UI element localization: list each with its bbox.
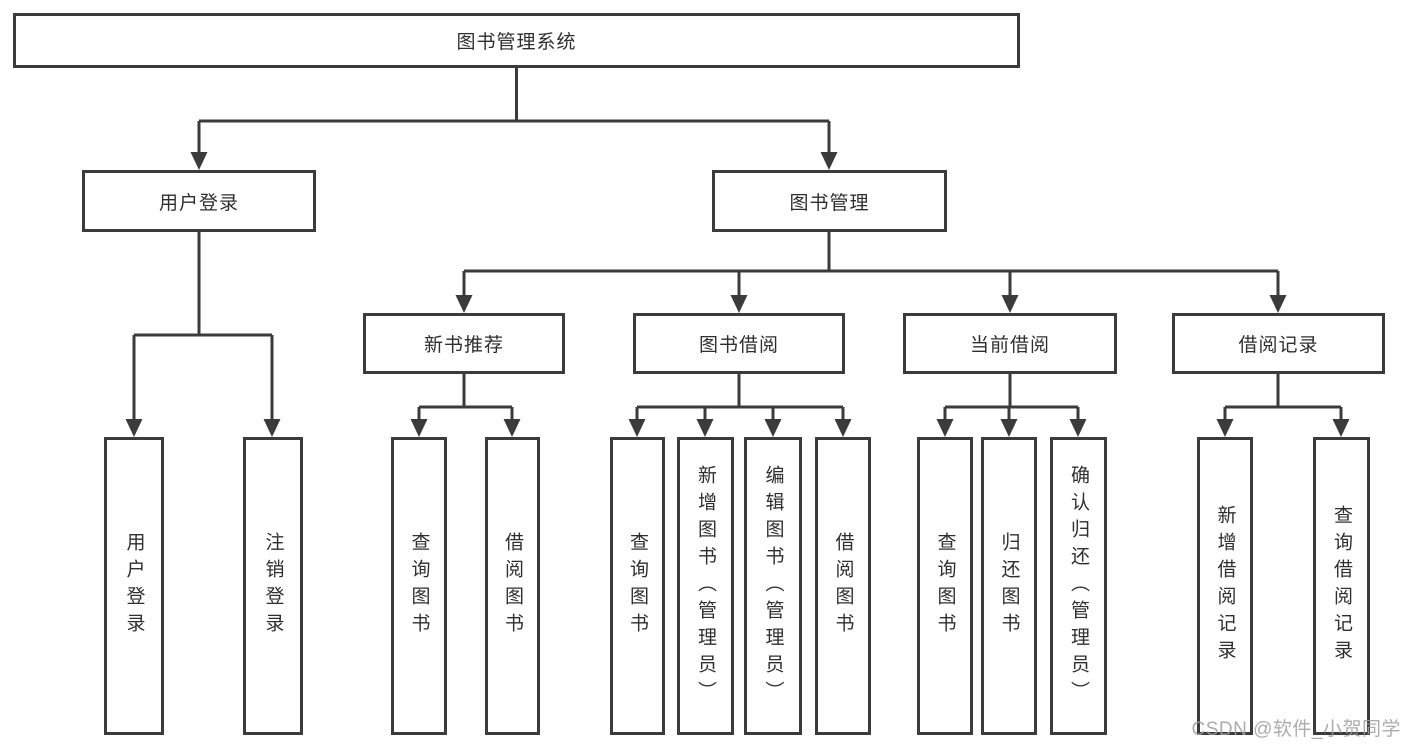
- node-new-book-recommend-label: 新书推荐: [423, 335, 504, 356]
- leaf-user-login: 用户登录: [104, 437, 164, 735]
- leaf-current-return-books: 归还图书: [981, 437, 1037, 735]
- node-book-borrowing: 图书借阅: [633, 313, 845, 374]
- node-user-login: 用户登录: [82, 170, 316, 232]
- node-current-borrowing-label: 当前借阅: [969, 335, 1050, 356]
- leaf-records-add-record-label: 新增借阅记录: [1214, 505, 1236, 667]
- node-borrowing-records-label: 借阅记录: [1238, 335, 1319, 356]
- leaf-borrowing-add-books-label: 新增图书（管理员）: [695, 464, 716, 708]
- leaf-borrowing-borrow-books-label: 借阅图书: [832, 532, 854, 640]
- leaf-current-query-books-label: 查询图书: [934, 532, 956, 640]
- csdn-watermark: CSDN @软件_小贺同学: [1191, 719, 1401, 740]
- node-current-borrowing: 当前借阅: [903, 313, 1117, 374]
- leaf-current-query-books: 查询图书: [917, 437, 973, 735]
- leaf-borrowing-edit-books-label: 编辑图书（管理员）: [762, 464, 784, 708]
- leaf-borrowing-borrow-books: 借阅图书: [815, 437, 871, 735]
- leaf-logout: 注销登录: [243, 437, 303, 735]
- leaf-records-query-record-label: 查询借阅记录: [1331, 505, 1352, 667]
- leaf-borrowing-edit-books: 编辑图书（管理员）: [744, 437, 802, 735]
- node-root: 图书管理系统: [13, 13, 1020, 68]
- node-book-management: 图书管理: [712, 170, 947, 232]
- leaf-recommend-query-books: 查询图书: [391, 437, 447, 735]
- leaf-current-return-books-label: 归还图书: [998, 532, 1020, 640]
- leaf-current-confirm-return-label: 确认归还（管理员）: [1068, 464, 1089, 708]
- node-new-book-recommend: 新书推荐: [363, 313, 565, 374]
- leaf-recommend-query-books-label: 查询图书: [408, 532, 430, 640]
- leaf-borrowing-add-books: 新增图书（管理员）: [677, 437, 734, 735]
- leaf-recommend-borrow-books-label: 借阅图书: [502, 532, 523, 640]
- leaf-borrowing-query-books-label: 查询图书: [627, 532, 648, 640]
- leaf-recommend-borrow-books: 借阅图书: [485, 437, 540, 735]
- leaf-current-confirm-return: 确认归还（管理员）: [1050, 437, 1107, 735]
- node-book-borrowing-label: 图书借阅: [698, 335, 779, 356]
- node-book-management-label: 图书管理: [789, 192, 870, 214]
- leaf-logout-label: 注销登录: [262, 532, 284, 640]
- node-root-label: 图书管理系统: [456, 32, 577, 53]
- node-user-login-label: 用户登录: [158, 192, 239, 214]
- node-borrowing-records: 借阅记录: [1172, 313, 1385, 374]
- leaf-records-add-record: 新增借阅记录: [1197, 437, 1253, 735]
- leaf-borrowing-query-books: 查询图书: [610, 437, 665, 735]
- leaf-user-login-label: 用户登录: [123, 532, 145, 640]
- leaf-records-query-record: 查询借阅记录: [1313, 437, 1370, 735]
